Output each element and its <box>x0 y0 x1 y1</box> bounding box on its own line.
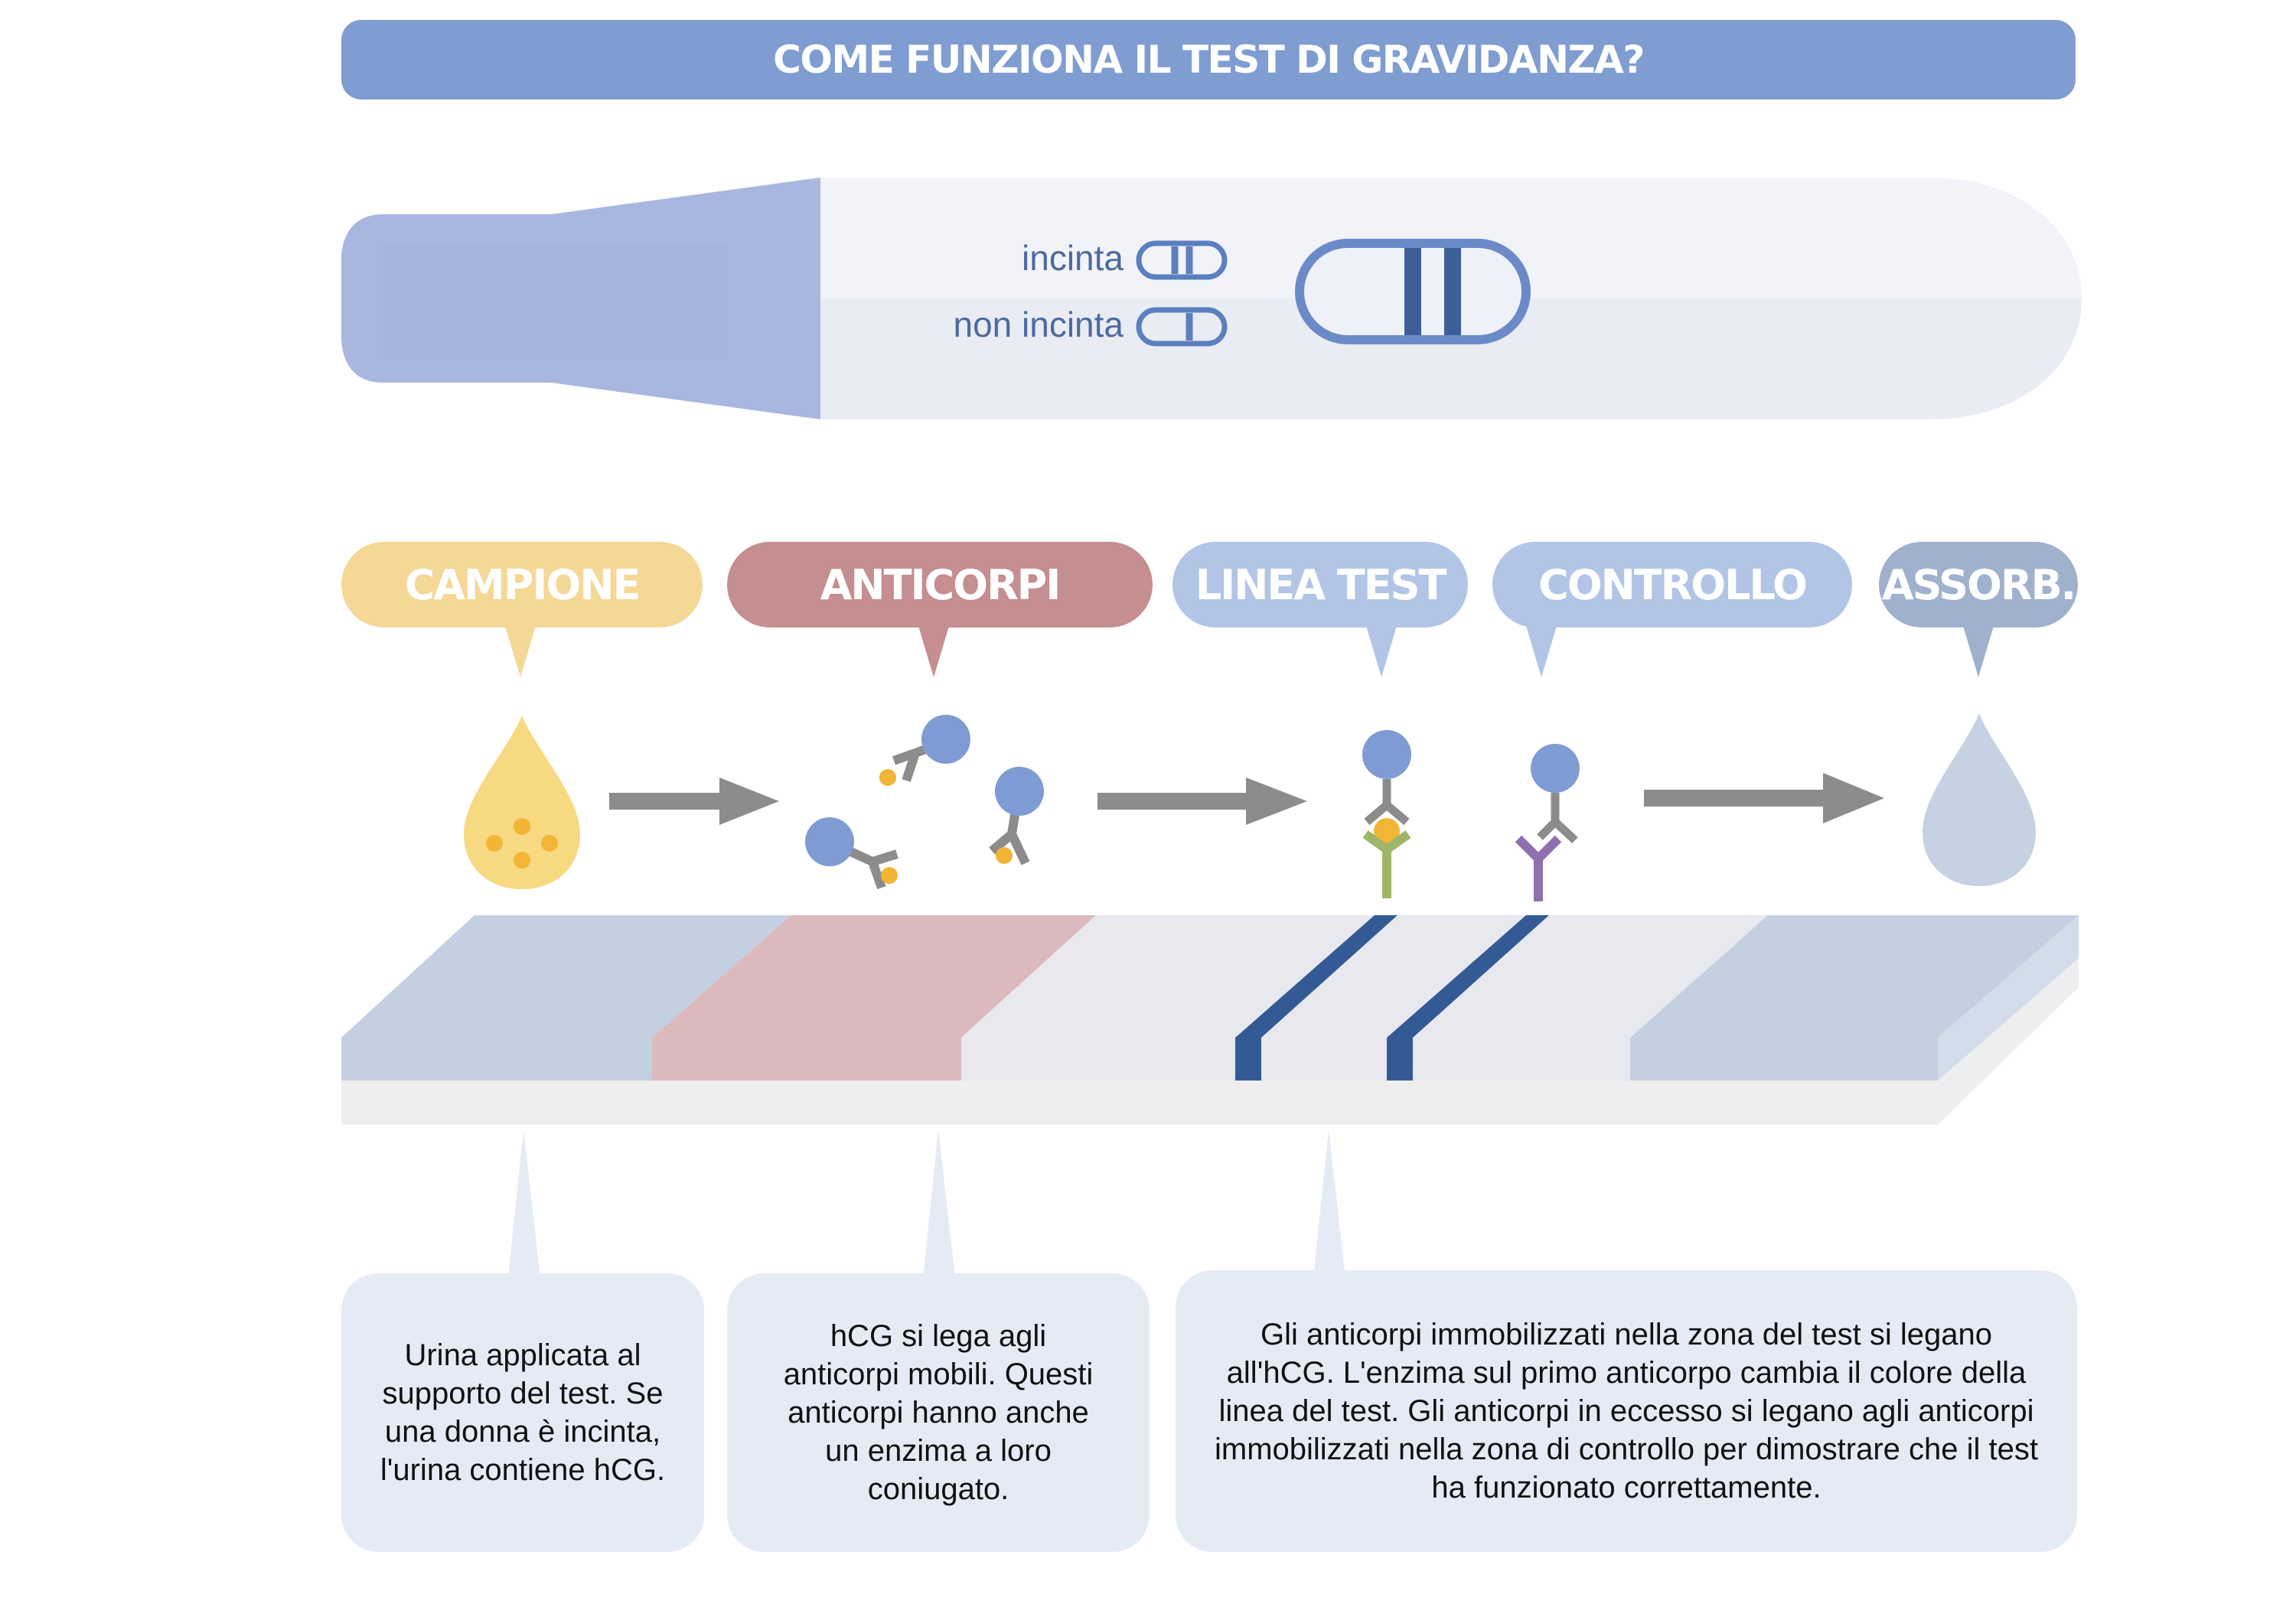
bubble-tail-linea-test <box>1366 626 1397 677</box>
strip-sample-top <box>341 915 791 1038</box>
stage-bubble-assorb: ASSORB. <box>1879 542 2078 627</box>
stage-label-linea-test: LINEA TEST <box>1195 560 1447 609</box>
mobile-antibody-icon <box>879 715 970 786</box>
title-banner: COME FUNZIONA IL TEST DI GRAVIDANZA? <box>341 20 2076 99</box>
legend-pregnant-icon <box>1136 240 1228 280</box>
strip-absorbent-top <box>1630 915 2079 1038</box>
control-line <box>1387 915 1549 1081</box>
mobile-antibody-icon <box>989 767 1044 865</box>
stage-bubble-linea-test: LINEA TEST <box>1172 542 1468 627</box>
bubble-tail-campione <box>505 626 536 677</box>
strip-absorbent-front <box>1630 1038 1938 1081</box>
urine-drop-icon <box>464 715 580 889</box>
result-window <box>1295 239 1531 344</box>
test-line-antibody-complex-icon <box>1362 730 1411 898</box>
test-stick-shadow <box>820 298 2082 419</box>
description-campione: Urina applicata al supporto del test. Se… <box>380 1338 666 1487</box>
stage-label-controllo: CONTROLLO <box>1538 560 1808 609</box>
arrow-right-icon <box>609 777 779 825</box>
stage-bubble-anticorpi: ANTICORPI <box>727 542 1153 627</box>
mobile-antibody-icon <box>805 817 899 889</box>
callout-tail-linea-test <box>1313 1129 1345 1278</box>
arrow-right-icon <box>1644 773 1884 823</box>
legend-pregnant-label: incinta <box>1022 238 1124 278</box>
bubble-tail-assorb <box>1963 626 1994 677</box>
strip-conjugate-top <box>652 915 1096 1038</box>
absorbed-drop-icon <box>1923 713 2036 886</box>
page-title: COME FUNZIONA IL TEST DI GRAVIDANZA? <box>773 37 1645 82</box>
bubble-tail-controllo <box>1526 626 1557 677</box>
stage-bubble-campione: CAMPIONE <box>341 542 703 627</box>
description-box-campione: Urina applicata al supporto del test. Se… <box>341 1273 704 1552</box>
bubble-tail-anticorpi <box>918 626 949 677</box>
stage-bubble-controllo: CONTROLLO <box>1492 542 1852 627</box>
strip-absorbent-side <box>1938 915 2079 1081</box>
description-box-anticorpi: hCG si lega agli anticorpi mobili. Quest… <box>727 1273 1150 1552</box>
callout-tail-campione <box>508 1129 540 1278</box>
stage-label-campione: CAMPIONE <box>404 560 641 609</box>
strip-membrane-top <box>961 915 1768 1038</box>
legend-not-pregnant-label: non incinta <box>953 305 1124 344</box>
stage-label-assorb: ASSORB. <box>1881 560 2076 609</box>
description-box-linea-test: Gli anticorpi immobilizzati nella zona d… <box>1176 1270 2077 1552</box>
test-strip <box>341 915 2079 1125</box>
callout-tail-anticorpi <box>923 1129 955 1278</box>
stage-label-anticorpi: ANTICORPI <box>820 560 1062 609</box>
strip-membrane-front <box>961 1038 1630 1081</box>
strip-conjugate-front <box>652 1038 961 1081</box>
description-anticorpi: hCG si lega agli anticorpi mobili. Quest… <box>783 1319 1094 1506</box>
description-linea-test: Gli anticorpi immobilizzati nella zona d… <box>1214 1318 2038 1504</box>
strip-sample-front <box>341 1038 652 1081</box>
test-line <box>1235 915 1397 1081</box>
legend-not-pregnant-icon <box>1136 307 1228 347</box>
arrow-right-icon <box>1097 777 1307 825</box>
control-line-antibody-complex-icon <box>1515 744 1580 901</box>
test-stick-cap-highlight <box>383 243 727 360</box>
